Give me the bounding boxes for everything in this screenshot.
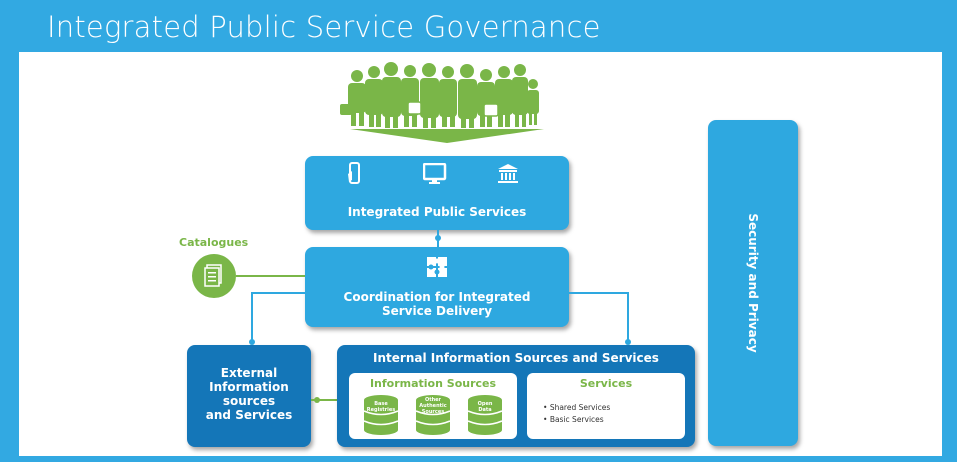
- integrated-public-services-box: Integrated Public Services: [305, 156, 569, 230]
- computer-monitor-icon: [423, 163, 447, 184]
- database-label-other-authentic-sources: Other Authentic Sources: [419, 397, 447, 415]
- external-internal-connector: [311, 399, 337, 401]
- external-connector-dot: [314, 397, 320, 403]
- external-sources-box: External Information sources and Service…: [187, 345, 311, 447]
- database-icon: [363, 395, 399, 435]
- coordination-label: Coordination for Integrated Service Deli…: [305, 290, 569, 318]
- connector-dot-right: [625, 339, 631, 345]
- security-privacy-label: Security and Privacy: [746, 213, 760, 353]
- connector-dot-left: [249, 339, 255, 345]
- connector-line-left-vertical: [251, 292, 253, 342]
- mobile-phone-icon: [348, 162, 360, 184]
- connector-dot: [435, 235, 441, 241]
- puzzle-icon: [427, 257, 447, 277]
- database-label-open-data: Open Data: [477, 401, 493, 413]
- information-sources-panel: Information Sources Base Registries Othe…: [349, 373, 517, 439]
- connector-line-left: [251, 292, 305, 294]
- database-label-base-registries: Base Registries: [366, 401, 396, 413]
- public-building-icon: [498, 164, 518, 183]
- connector-line-right-vertical: [627, 292, 629, 342]
- service-item: • Shared Services: [543, 403, 611, 412]
- diagram-canvas: Integrated Public Services Coordination …: [19, 52, 942, 456]
- internal-sources-box: Internal Information Sources and Service…: [337, 345, 695, 447]
- page-title: Integrated Public Service Governance: [47, 10, 601, 44]
- external-sources-label: External Information sources and Service…: [187, 366, 311, 422]
- security-privacy-box: Security and Privacy: [708, 120, 798, 446]
- external-label-line4: and Services: [205, 408, 293, 422]
- external-label-line1: External: [220, 366, 278, 380]
- catalogues-badge: [192, 254, 236, 298]
- document-icon: [204, 264, 222, 287]
- services-title: Services: [579, 377, 633, 390]
- external-label-line2: Information: [209, 380, 289, 394]
- information-sources-title: Information Sources: [369, 377, 497, 390]
- header-bar: Integrated Public Service Governance: [0, 0, 957, 52]
- external-label-line3: sources: [222, 394, 276, 408]
- service-item: • Basic Services: [543, 415, 604, 424]
- database-icon: [415, 395, 451, 435]
- catalogues-connector: [236, 275, 305, 277]
- database-icon: [467, 395, 503, 435]
- catalogues-label: Catalogues: [179, 236, 249, 249]
- services-panel: Services • Shared Services • Basic Servi…: [527, 373, 685, 439]
- citizens-group-icon: [340, 62, 544, 143]
- integrated-public-services-label: Integrated Public Services: [347, 205, 527, 219]
- coordination-label-line1: Coordination for Integrated: [343, 290, 531, 304]
- coordination-box: Coordination for Integrated Service Deli…: [305, 247, 569, 327]
- connector-line-right: [569, 292, 629, 294]
- coordination-label-line2: Service Delivery: [381, 304, 493, 318]
- internal-sources-title: Internal Information Sources and Service…: [373, 351, 659, 365]
